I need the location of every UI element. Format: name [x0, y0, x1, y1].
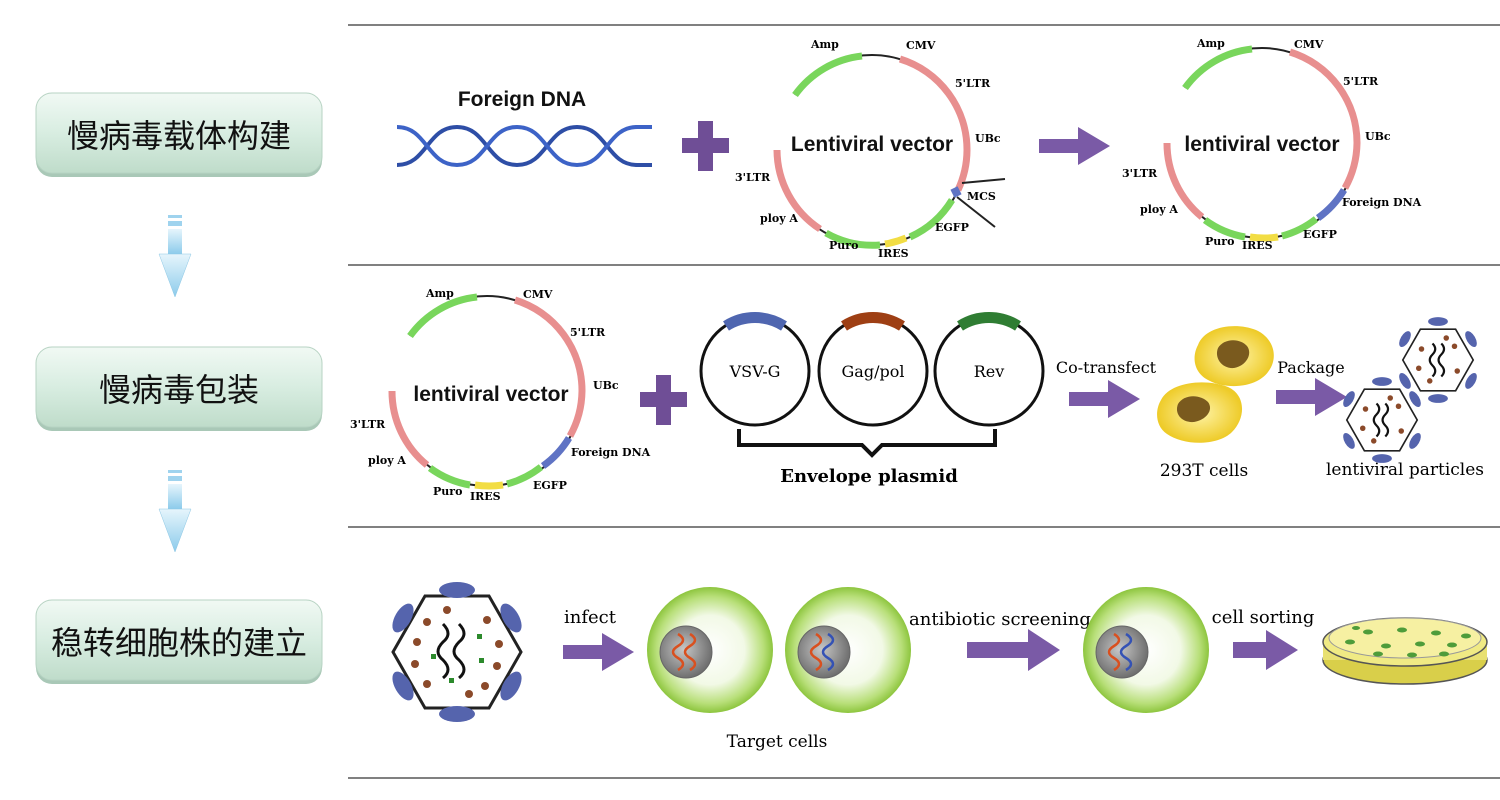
target-cell-icon — [647, 587, 773, 713]
label-puro: Puro — [433, 485, 462, 498]
plus-icon — [682, 121, 729, 171]
plus-icon — [640, 375, 687, 425]
step-box-packaging: 慢病毒包装 — [35, 346, 323, 431]
culture-dish-icon — [1322, 617, 1488, 685]
down-arrow-icon — [158, 215, 192, 298]
right-arrow-icon — [1233, 630, 1298, 670]
dna-helix-icon — [396, 124, 652, 168]
cells-293t-label: 293T cells — [1160, 461, 1248, 481]
label-puro: Puro — [829, 239, 858, 252]
label-egfp: EGFP — [1303, 228, 1337, 241]
step-box-construction: 慢病毒载体构建 — [35, 92, 323, 177]
infect-label: infect — [564, 607, 617, 628]
label-foreign-dna: Foreign DNA — [1342, 196, 1422, 209]
label-amp: Amp — [1196, 37, 1225, 50]
label-polya: ploy A — [1140, 203, 1178, 216]
virus-particle-icon — [1343, 377, 1421, 463]
cell-293t-icon — [1157, 382, 1243, 443]
target-cell-icon — [785, 587, 911, 713]
plasmid-lentiviral-vector-b: lentiviral vector Amp CMV 5'LTR UBc 3'LT… — [1122, 37, 1422, 252]
right-arrow-icon — [1069, 380, 1140, 418]
label-polya: ploy A — [760, 212, 798, 225]
plasmid-rev: Rev — [933, 312, 1045, 427]
label-mcs: MCS — [967, 190, 996, 203]
label-cmv: CMV — [1294, 38, 1324, 51]
label-ires: IRES — [1242, 239, 1273, 252]
plasmid-vsv-g: VSV-G — [699, 312, 811, 427]
label-ubc: UBc — [593, 379, 619, 392]
right-arrow-icon — [967, 629, 1060, 671]
vector-packaging-title: lentiviral vector — [413, 383, 568, 406]
down-arrow-icon — [158, 470, 192, 553]
step-title-packaging: 慢病毒包装 — [99, 371, 259, 409]
envelope-bracket — [737, 429, 997, 458]
label-3ltr: 3'LTR — [1122, 167, 1158, 180]
right-arrow-icon — [1039, 127, 1110, 165]
cell-sorting-label: cell sorting — [1212, 607, 1315, 628]
label-3ltr: 3'LTR — [735, 171, 771, 184]
target-cells-label: Target cells — [727, 732, 828, 752]
vector-a-title: Lentiviral vector — [791, 133, 953, 156]
cotransfect-label: Co-transfect — [1056, 358, 1157, 377]
label-3ltr: 3'LTR — [350, 418, 386, 431]
step-title-construction: 慢病毒载体构建 — [67, 117, 291, 155]
package-label: Package — [1277, 358, 1345, 377]
right-arrow-icon — [1276, 378, 1347, 416]
plasmid-lentiviral-vector-packaging: lentiviral vector Amp CMV 5'LTR UBc 3'LT… — [350, 287, 651, 503]
plasmid-lentiviral-vector-a: Lentiviral vector Amp CMV 5'LTR UBc 3'LT… — [735, 38, 1006, 260]
virus-particle-icon — [1399, 317, 1477, 403]
label-egfp: EGFP — [533, 479, 567, 492]
label-5ltr: 5'LTR — [570, 326, 606, 339]
step-title-stable-line: 稳转细胞株的建立 — [51, 624, 307, 662]
label-egfp: EGFP — [935, 221, 969, 234]
screened-cell-icon — [1083, 587, 1209, 713]
plasmid-label-gag-pol: Gag/pol — [842, 362, 905, 381]
label-5ltr: 5'LTR — [955, 77, 991, 90]
label-foreign-dna: Foreign DNA — [571, 446, 651, 459]
cell-293t-icon — [1194, 326, 1274, 387]
antibiotic-screening-label: antibiotic screening — [909, 609, 1091, 630]
label-ubc: UBc — [975, 132, 1001, 145]
label-amp: Amp — [810, 38, 839, 51]
label-amp: Amp — [425, 287, 454, 300]
label-ubc: UBc — [1365, 130, 1391, 143]
label-puro: Puro — [1205, 235, 1234, 248]
label-cmv: CMV — [523, 288, 553, 301]
vector-b-title: lentiviral vector — [1184, 133, 1339, 156]
label-ires: IRES — [470, 490, 501, 503]
right-arrow-icon — [563, 633, 634, 671]
virus-particle-icon — [391, 582, 523, 722]
plasmid-label-vsv-g: VSV-G — [729, 362, 781, 381]
label-polya: ploy A — [368, 454, 406, 467]
envelope-plasmid-label: Envelope plasmid — [780, 466, 958, 487]
plasmid-gag-pol: Gag/pol — [817, 312, 929, 427]
step-box-stable-line: 稳转细胞株的建立 — [35, 599, 323, 684]
label-5ltr: 5'LTR — [1343, 75, 1379, 88]
label-ires: IRES — [878, 247, 909, 260]
foreign-dna-label: Foreign DNA — [458, 88, 586, 111]
label-cmv: CMV — [906, 39, 936, 52]
lentiviral-particles-label: lentiviral particles — [1326, 460, 1484, 480]
plasmid-label-rev: Rev — [974, 362, 1005, 381]
section-dividers — [348, 24, 1500, 779]
